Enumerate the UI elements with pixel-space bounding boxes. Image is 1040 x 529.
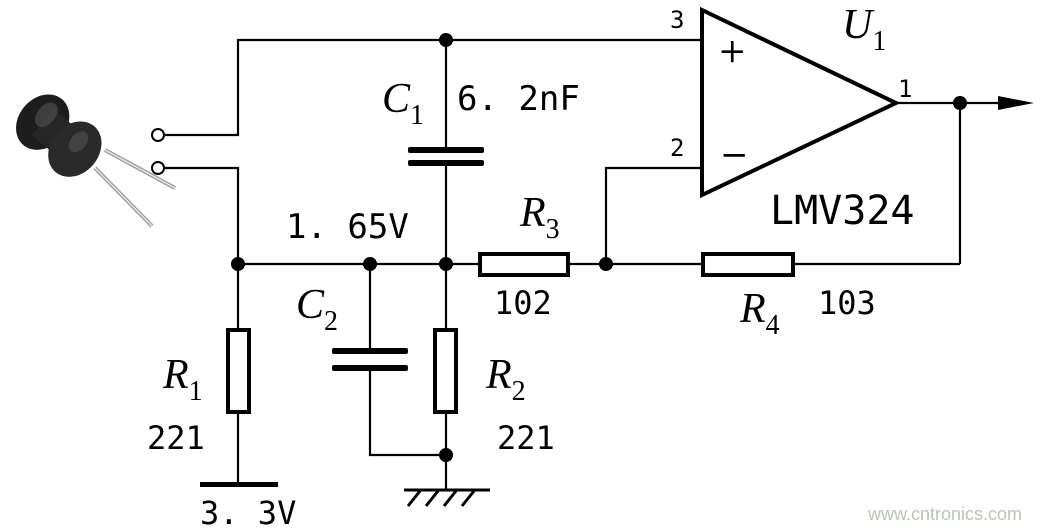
ground-icon xyxy=(404,488,490,507)
pin-1-label: 1 xyxy=(898,75,912,103)
input-terminal-2 xyxy=(151,161,165,175)
r3-label: R3 xyxy=(519,190,560,245)
r3-subscript: 3 xyxy=(546,214,560,245)
resistor-r4 xyxy=(701,252,795,277)
minus-sign: − xyxy=(720,135,749,175)
c1-value: 6. 2nF xyxy=(457,79,580,119)
output-arrow-icon xyxy=(998,96,1034,110)
inductor-icon xyxy=(16,94,176,228)
resistor-r1 xyxy=(226,328,251,414)
r1-subscript: 1 xyxy=(189,376,203,407)
r3-value: 102 xyxy=(494,284,552,322)
wires xyxy=(163,38,1000,490)
watermark-text: www.cntronics.com xyxy=(867,504,1022,524)
r4-label: R4 xyxy=(739,286,780,341)
c2-subscript: 2 xyxy=(324,306,338,337)
resistor-r3 xyxy=(478,252,570,277)
input-terminal-1 xyxy=(151,128,165,142)
pin-3-label: 3 xyxy=(670,6,684,34)
u1-label: U1 xyxy=(842,2,886,57)
capacitor-c2 xyxy=(332,348,408,371)
c1-subscript: 1 xyxy=(410,100,424,131)
c2-label: C2 xyxy=(296,282,338,337)
r2-value: 221 xyxy=(497,419,555,457)
resistor-r2 xyxy=(433,328,458,414)
capacitor-c1 xyxy=(408,147,484,166)
r1-value: 221 xyxy=(147,419,205,457)
op-amp-u1 xyxy=(700,6,901,199)
supply-voltage-label: 3. 3V xyxy=(200,494,296,529)
u1-subscript: 1 xyxy=(872,26,886,57)
supply-rail xyxy=(200,482,278,487)
junctions xyxy=(231,33,967,462)
r4-value: 103 xyxy=(818,284,876,322)
r2-label: R2 xyxy=(485,352,526,407)
r2-subscript: 2 xyxy=(512,376,526,407)
mid-voltage-label: 1. 65V xyxy=(286,207,409,247)
c1-label: C1 xyxy=(382,76,424,131)
plus-sign: + xyxy=(718,31,747,71)
r1-label: R1 xyxy=(162,352,203,407)
pin-2-label: 2 xyxy=(670,134,684,162)
u1-part-number: LMV324 xyxy=(770,188,915,234)
r4-subscript: 4 xyxy=(766,310,780,341)
